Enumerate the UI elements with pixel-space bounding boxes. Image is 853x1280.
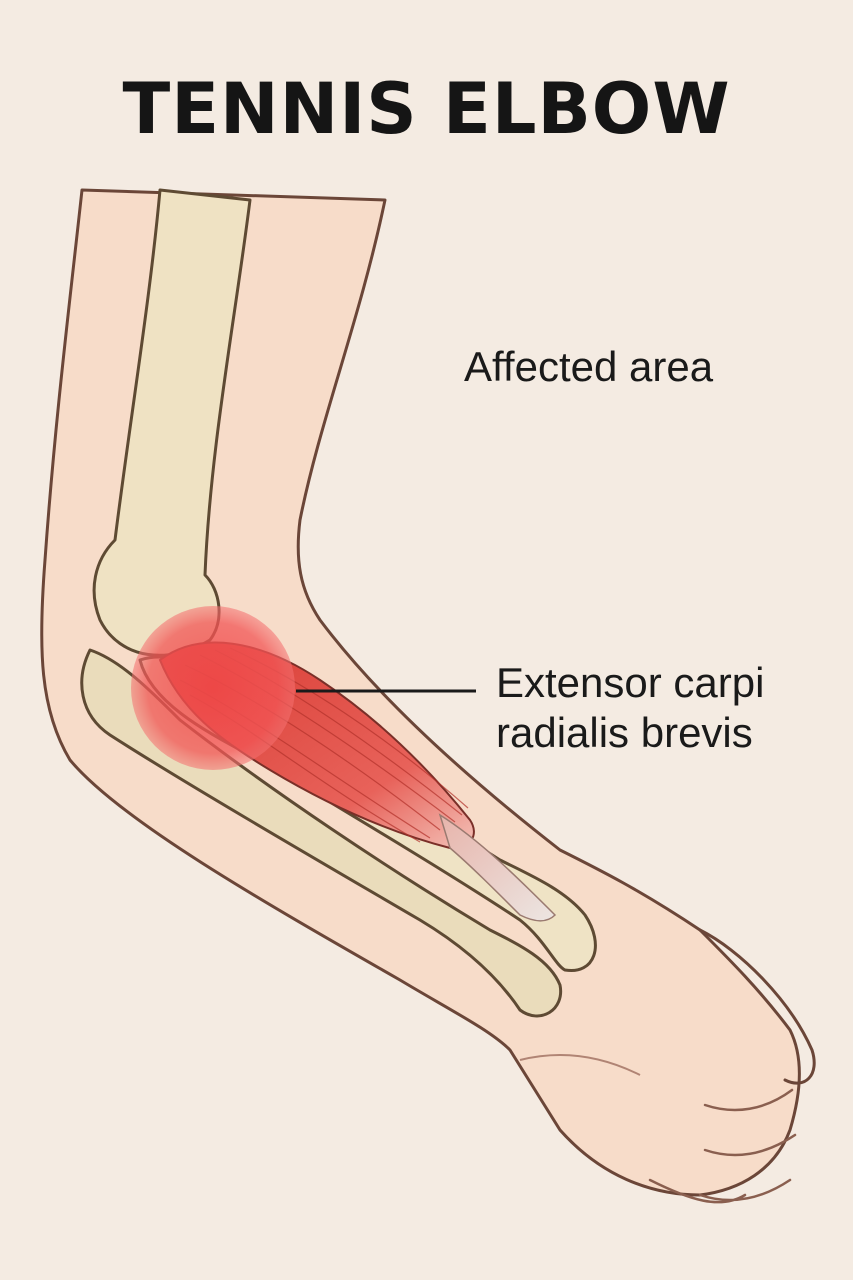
muscle-label: Extensor carpi radialis brevis xyxy=(496,658,764,759)
arm-skin xyxy=(40,188,801,1197)
affected-area-label: Affected area xyxy=(464,343,714,390)
hand-fingers xyxy=(648,1088,797,1204)
page-title: TENNIS ELBOW xyxy=(122,68,731,150)
thumb xyxy=(698,928,816,1085)
tendon xyxy=(438,813,557,922)
muscle-label-line2: radialis brevis xyxy=(496,709,753,757)
affected-area-highlight xyxy=(131,606,295,770)
wrist-crease xyxy=(519,1054,641,1076)
muscle-label-line1: Extensor carpi xyxy=(496,659,765,706)
